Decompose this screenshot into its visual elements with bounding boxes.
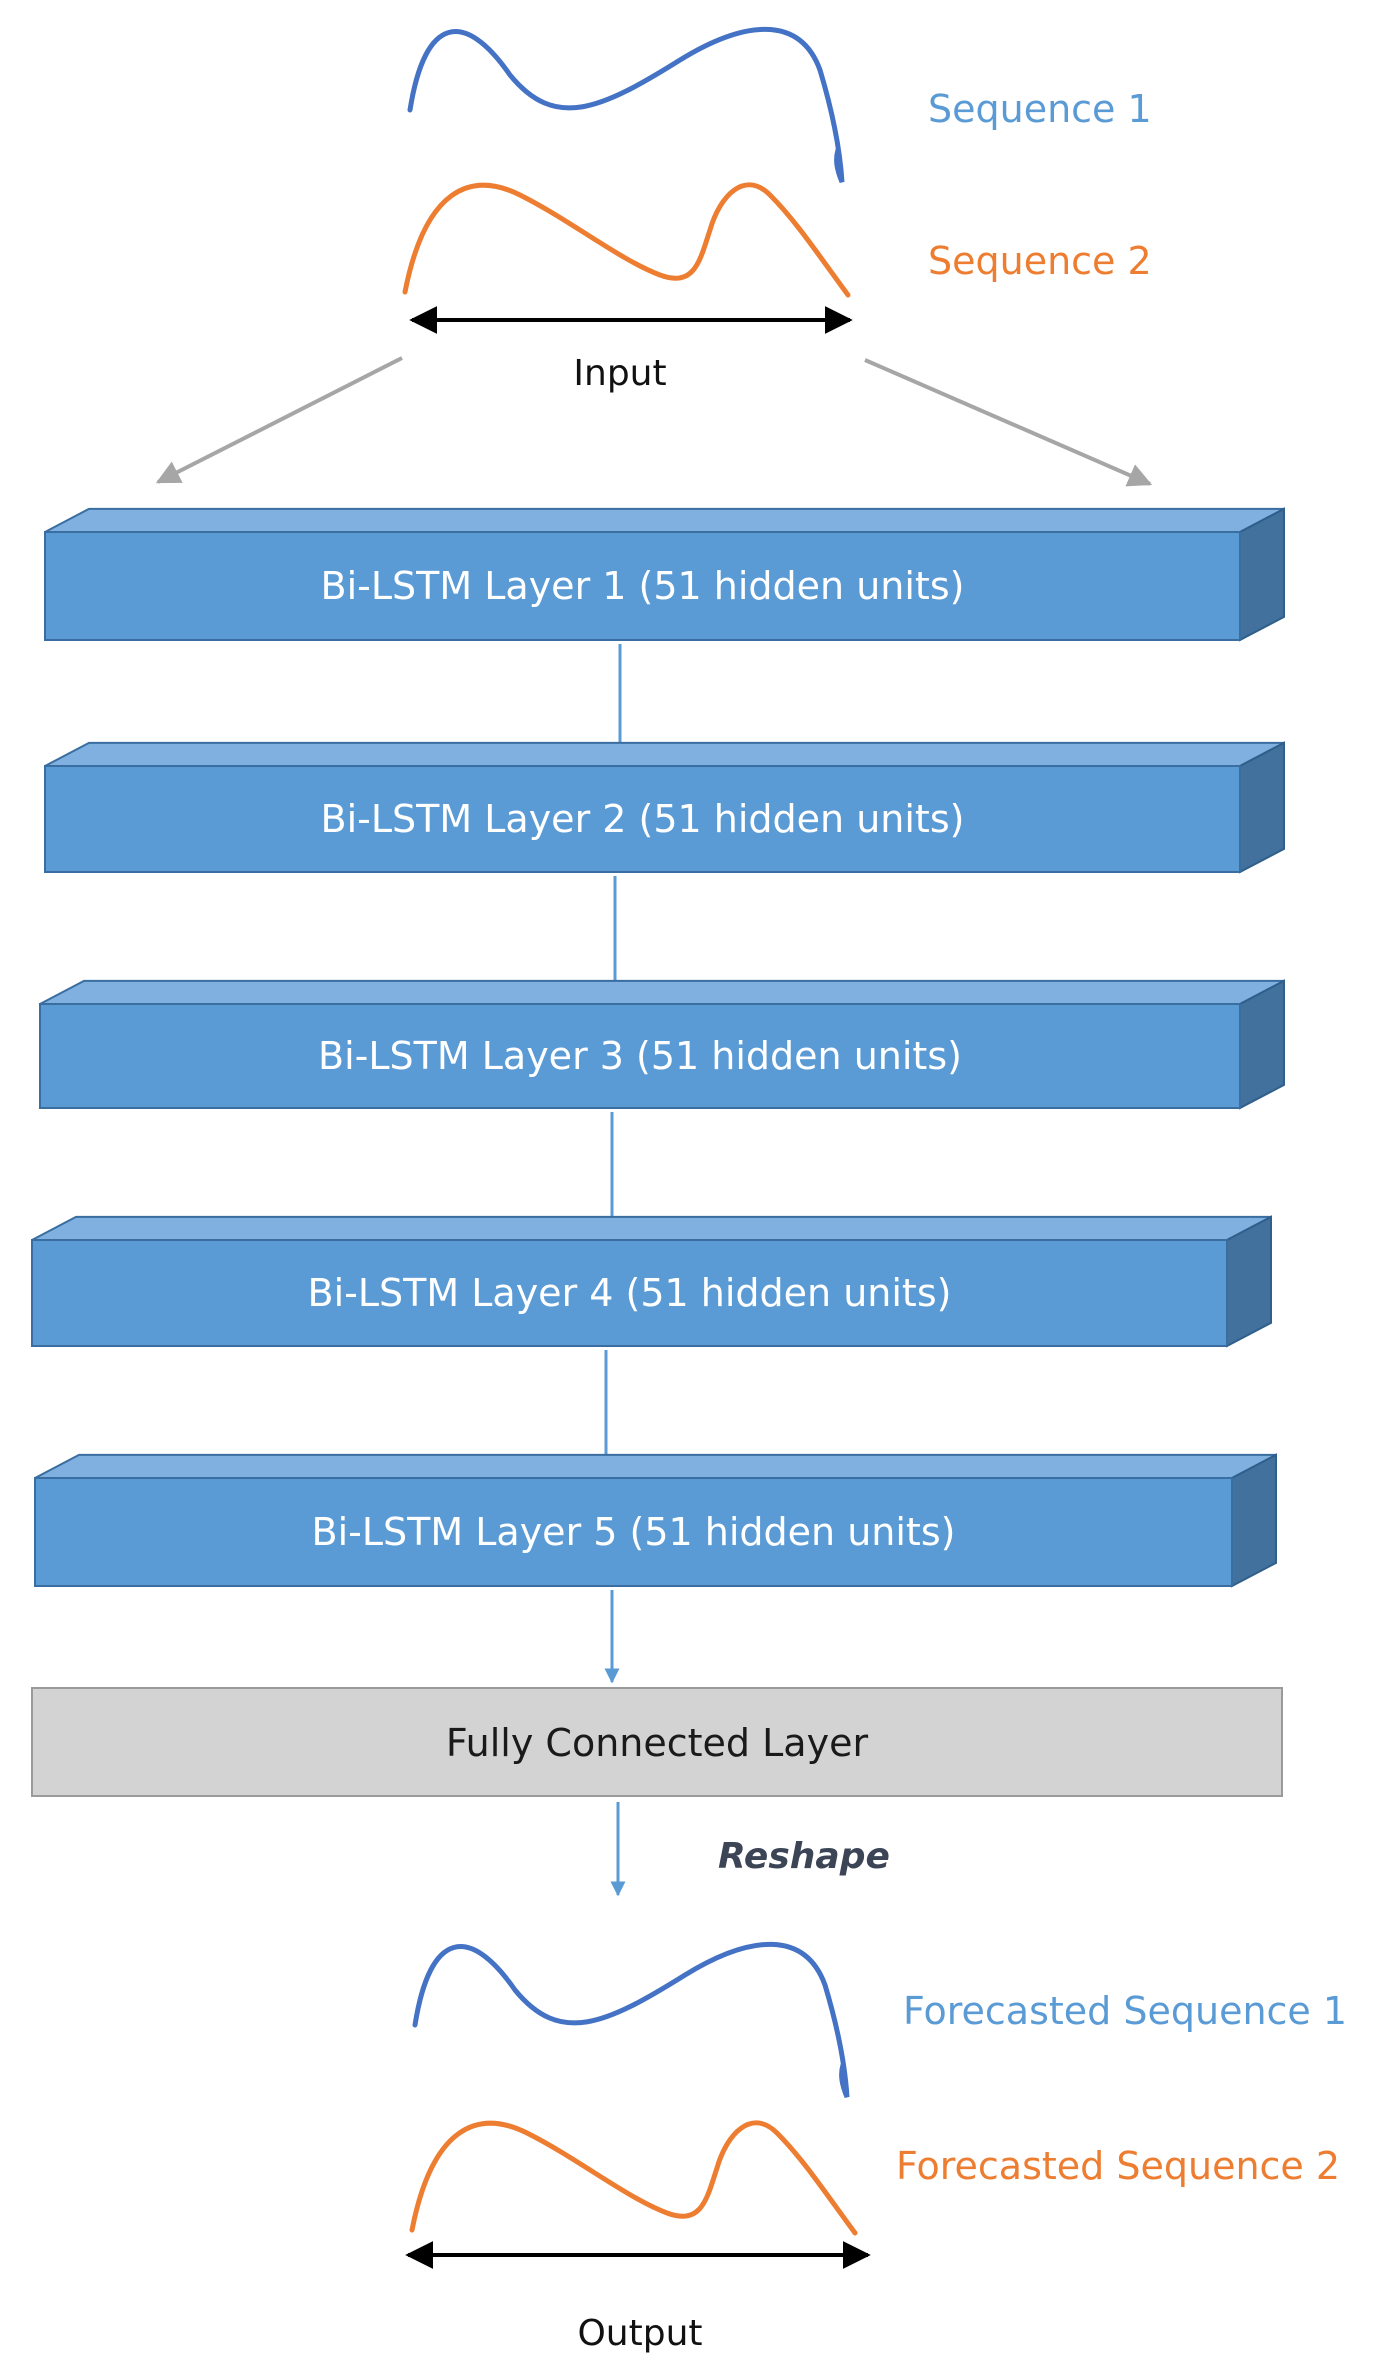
input-sequence-2-label: Sequence 2 [928, 239, 1152, 283]
bilstm-layer-3: Bi-LSTM Layer 3 (51 hidden units) [39, 979, 1285, 1110]
split-arrow-right [864, 358, 1153, 487]
input-label: Input [573, 353, 666, 394]
lstm-layers: Bi-LSTM Layer 1 (51 hidden units) Bi-LSTM… [31, 507, 1285, 1684]
fully-connected-layer: Fully Connected Layer [31, 1687, 1283, 1797]
fully-connected-box [31, 1687, 1283, 1797]
output-sequence-2-wave [409, 2120, 858, 2236]
bilstm-layer-4-side-face [1226, 1215, 1272, 1348]
input-sequence-2-wave [402, 182, 851, 298]
bilstm-layer-3-top-face [39, 979, 1285, 1005]
output-label: Output [577, 2313, 702, 2354]
bilstm-layer-5-top-face [34, 1453, 1277, 1479]
bilstm-layer-1-front-face [44, 531, 1241, 641]
bilstm-layer-5-side-face [1231, 1453, 1277, 1588]
bilstm-layer-4-front-face [31, 1239, 1228, 1347]
bilstm-layer-1: Bi-LSTM Layer 1 (51 hidden units) [44, 507, 1285, 642]
input-section: Sequence 1 Sequence 2 Input [155, 26, 1153, 487]
bilstm-layer-2: Bi-LSTM Layer 2 (51 hidden units) [44, 741, 1285, 874]
bilstm-layer-1-label: Bi-LSTM Layer 1 (51 hidden units) [321, 564, 965, 608]
output-sequence-2-label: Forecasted Sequence 2 [896, 2144, 1340, 2188]
bilstm-layer-4-top-face [31, 1215, 1272, 1241]
bilstm-layer-3-side-face [1239, 979, 1285, 1110]
bilstm-layer-5-front-face [34, 1477, 1233, 1587]
bilstm-layer-2-label: Bi-LSTM Layer 2 (51 hidden units) [321, 797, 965, 841]
bilstm-layer-3-label: Bi-LSTM Layer 3 (51 hidden units) [318, 1034, 962, 1078]
bilstm-layer-2-top-face [44, 741, 1285, 767]
split-arrow-left [155, 356, 403, 484]
output-section: Forecasted Sequence 1 Forecasted Sequenc… [405, 1941, 1347, 2354]
bilstm-layer-3-front-face [39, 1003, 1241, 1109]
bilstm-layer-5-label: Bi-LSTM Layer 5 (51 hidden units) [312, 1510, 956, 1554]
input-sequence-1-wave [407, 26, 845, 183]
output-sequence-1-label: Forecasted Sequence 1 [903, 1989, 1347, 2033]
output-sequence-1-wave [412, 1941, 850, 2098]
fully-connected-label: Fully Connected Layer [446, 1721, 869, 1765]
bilstm-layer-2-side-face [1239, 741, 1285, 874]
bilstm-layer-2-front-face [44, 765, 1241, 873]
bilstm-layer-1-side-face [1239, 507, 1285, 642]
bilstm-layer-5: Bi-LSTM Layer 5 (51 hidden units) [34, 1453, 1277, 1588]
input-sequence-1-label: Sequence 1 [928, 87, 1152, 131]
bilstm-layer-4-label: Bi-LSTM Layer 4 (51 hidden units) [308, 1271, 952, 1315]
reshape-label: Reshape [718, 1836, 890, 1877]
bilstm-layer-4: Bi-LSTM Layer 4 (51 hidden units) [31, 1215, 1272, 1348]
bilstm-layer-1-top-face [44, 507, 1285, 533]
